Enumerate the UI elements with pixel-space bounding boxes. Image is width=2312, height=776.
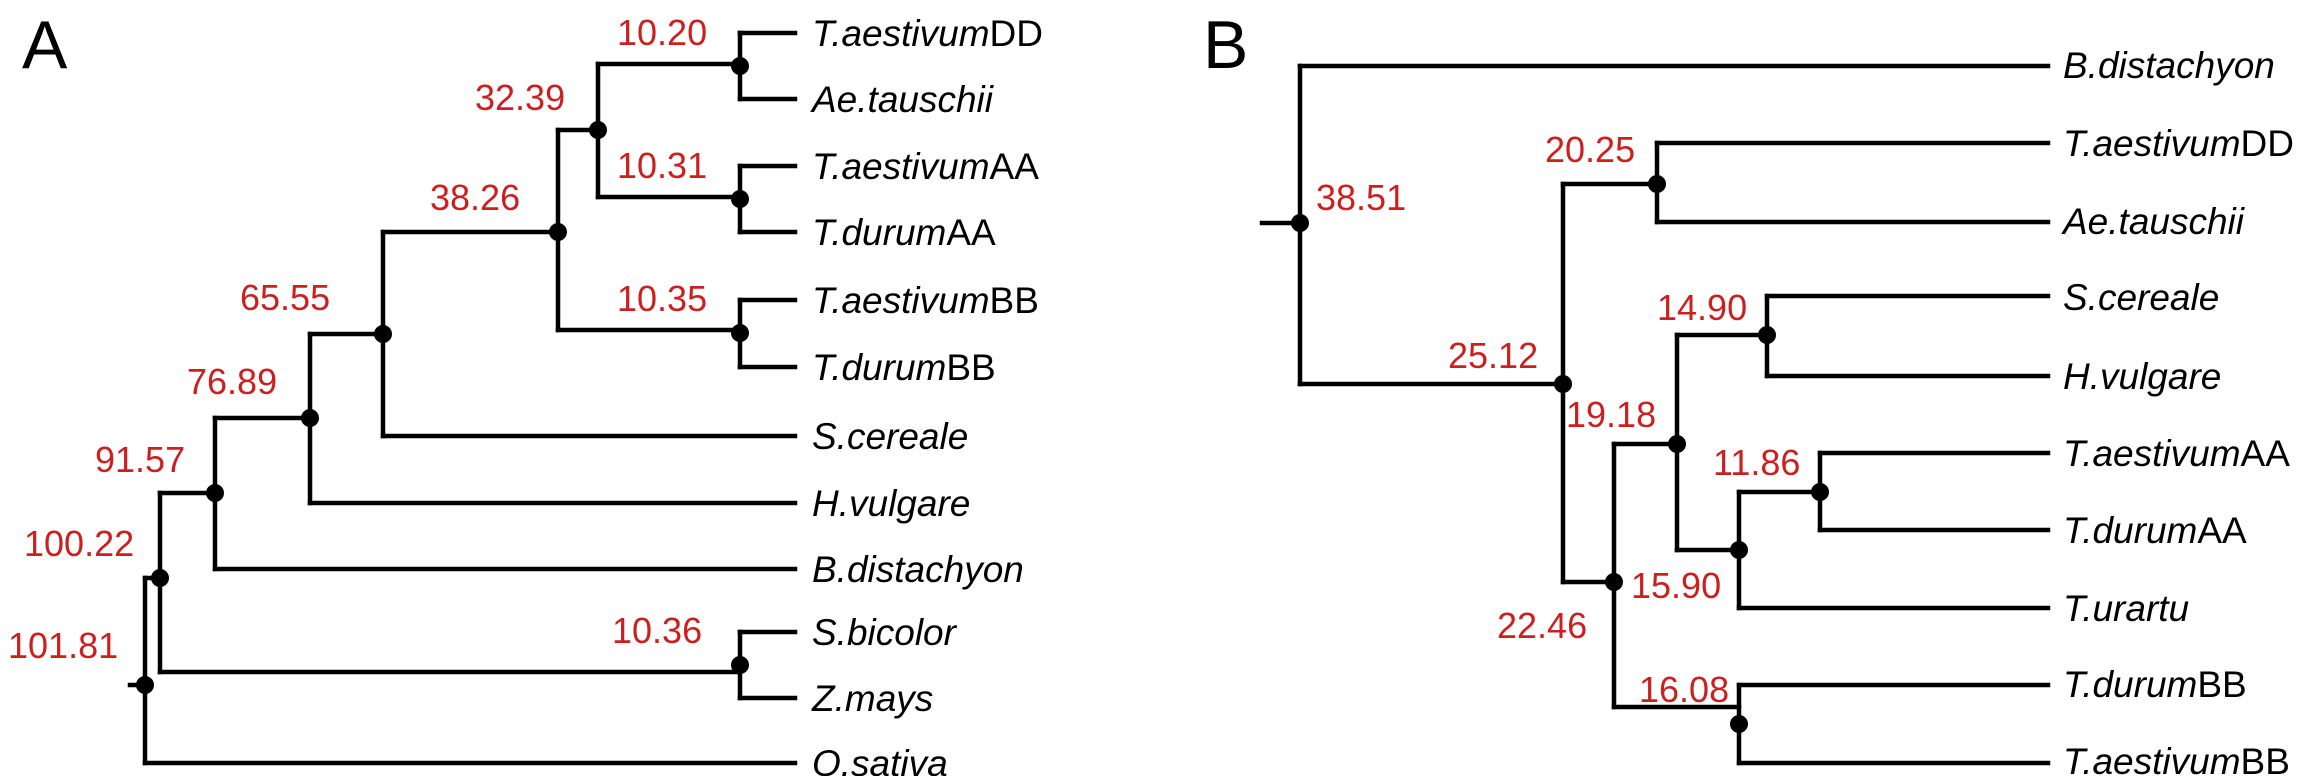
panel-b-label: B — [1203, 7, 1248, 83]
tip-label: T.aestivumBB — [812, 280, 1039, 321]
node-value: 20.25 — [1545, 129, 1635, 170]
panel-a-label: A — [22, 7, 68, 83]
node-dot — [731, 190, 749, 208]
tip-label: Ae.tauschii — [810, 79, 995, 120]
tip-label: T.aestivumDD — [812, 13, 1043, 54]
panel-a: A — [8, 7, 1043, 776]
tip-label: H.vulgare — [812, 483, 970, 524]
node-dot — [301, 409, 319, 427]
node-value: 16.08 — [1639, 669, 1729, 710]
node-value: 10.31 — [617, 145, 707, 186]
tip-label: B.distachyon — [812, 549, 1024, 590]
tip-label: T.durumBB — [812, 347, 996, 388]
tip-label: T.durumBB — [2063, 664, 2247, 705]
node-value: 22.46 — [1497, 605, 1587, 646]
node-dot — [374, 325, 392, 343]
node-value: 65.55 — [240, 277, 330, 318]
node-dot — [1668, 435, 1686, 453]
panel-b-nodes — [1291, 175, 1829, 733]
tip-label: O.sativa — [812, 743, 948, 776]
panel-b: B — [1203, 7, 2294, 776]
node-dot — [1758, 326, 1776, 344]
node-dot — [1730, 541, 1748, 559]
node-value: 10.20 — [617, 12, 707, 53]
node-dot — [731, 324, 749, 342]
panel-a-node-values: 10.20 32.39 10.31 38.26 10.35 65.55 76.8… — [8, 12, 707, 666]
tip-label: S.cereale — [812, 416, 968, 457]
tip-label: T.aestivumDD — [2063, 123, 2294, 164]
panel-a-nodes — [136, 57, 749, 694]
node-value: 38.51 — [1316, 177, 1406, 218]
panel-a-tips: T.aestivumDD Ae.tauschii T.aestivumAA T.… — [810, 13, 1043, 776]
node-value: 15.90 — [1631, 565, 1721, 606]
node-value: 10.35 — [617, 278, 707, 319]
tip-label: Z.mays — [811, 678, 933, 719]
node-dot — [549, 223, 567, 241]
node-value: 11.86 — [1713, 442, 1800, 483]
node-dot — [136, 676, 154, 694]
tip-label: Ae.tauschii — [2061, 201, 2246, 242]
node-dot — [1648, 175, 1666, 193]
node-dot — [1554, 375, 1572, 393]
tip-label: T.aestivumAA — [812, 146, 1039, 187]
node-value: 91.57 — [95, 439, 185, 480]
panel-b-tips: B.distachyon T.aestivumDD Ae.tauschii S.… — [2061, 45, 2294, 776]
node-dot — [731, 57, 749, 75]
node-dot — [1811, 483, 1829, 501]
node-dot — [1291, 214, 1309, 232]
node-value: 101.81 — [8, 625, 118, 666]
tip-label: S.cereale — [2063, 277, 2219, 318]
tip-label: H.vulgare — [2063, 356, 2221, 397]
node-dot — [1730, 715, 1748, 733]
node-value: 10.36 — [612, 610, 702, 651]
node-dot — [151, 569, 169, 587]
node-value: 19.18 — [1566, 394, 1656, 435]
node-value: 25.12 — [1448, 335, 1538, 376]
node-dot — [1605, 573, 1623, 591]
node-value: 32.39 — [475, 77, 565, 118]
tip-label: B.distachyon — [2063, 45, 2275, 86]
node-value: 38.26 — [430, 177, 520, 218]
tip-label: T.urartu — [2063, 588, 2189, 629]
node-dot — [206, 484, 224, 502]
node-value: 14.90 — [1657, 287, 1747, 328]
node-dot — [589, 121, 607, 139]
node-value: 100.22 — [24, 523, 134, 564]
tip-label: T.aestivumAA — [2063, 433, 2290, 474]
node-value: 76.89 — [187, 361, 277, 402]
tip-label: T.durumAA — [2063, 510, 2247, 551]
tip-label: T.aestivumBB — [2063, 741, 2290, 776]
node-dot — [731, 656, 749, 674]
tip-label: S.bicolor — [812, 612, 958, 653]
tip-label: T.durumAA — [812, 212, 996, 253]
panel-b-node-values: 20.25 38.51 14.90 25.12 19.18 11.86 15.9… — [1316, 129, 1800, 710]
